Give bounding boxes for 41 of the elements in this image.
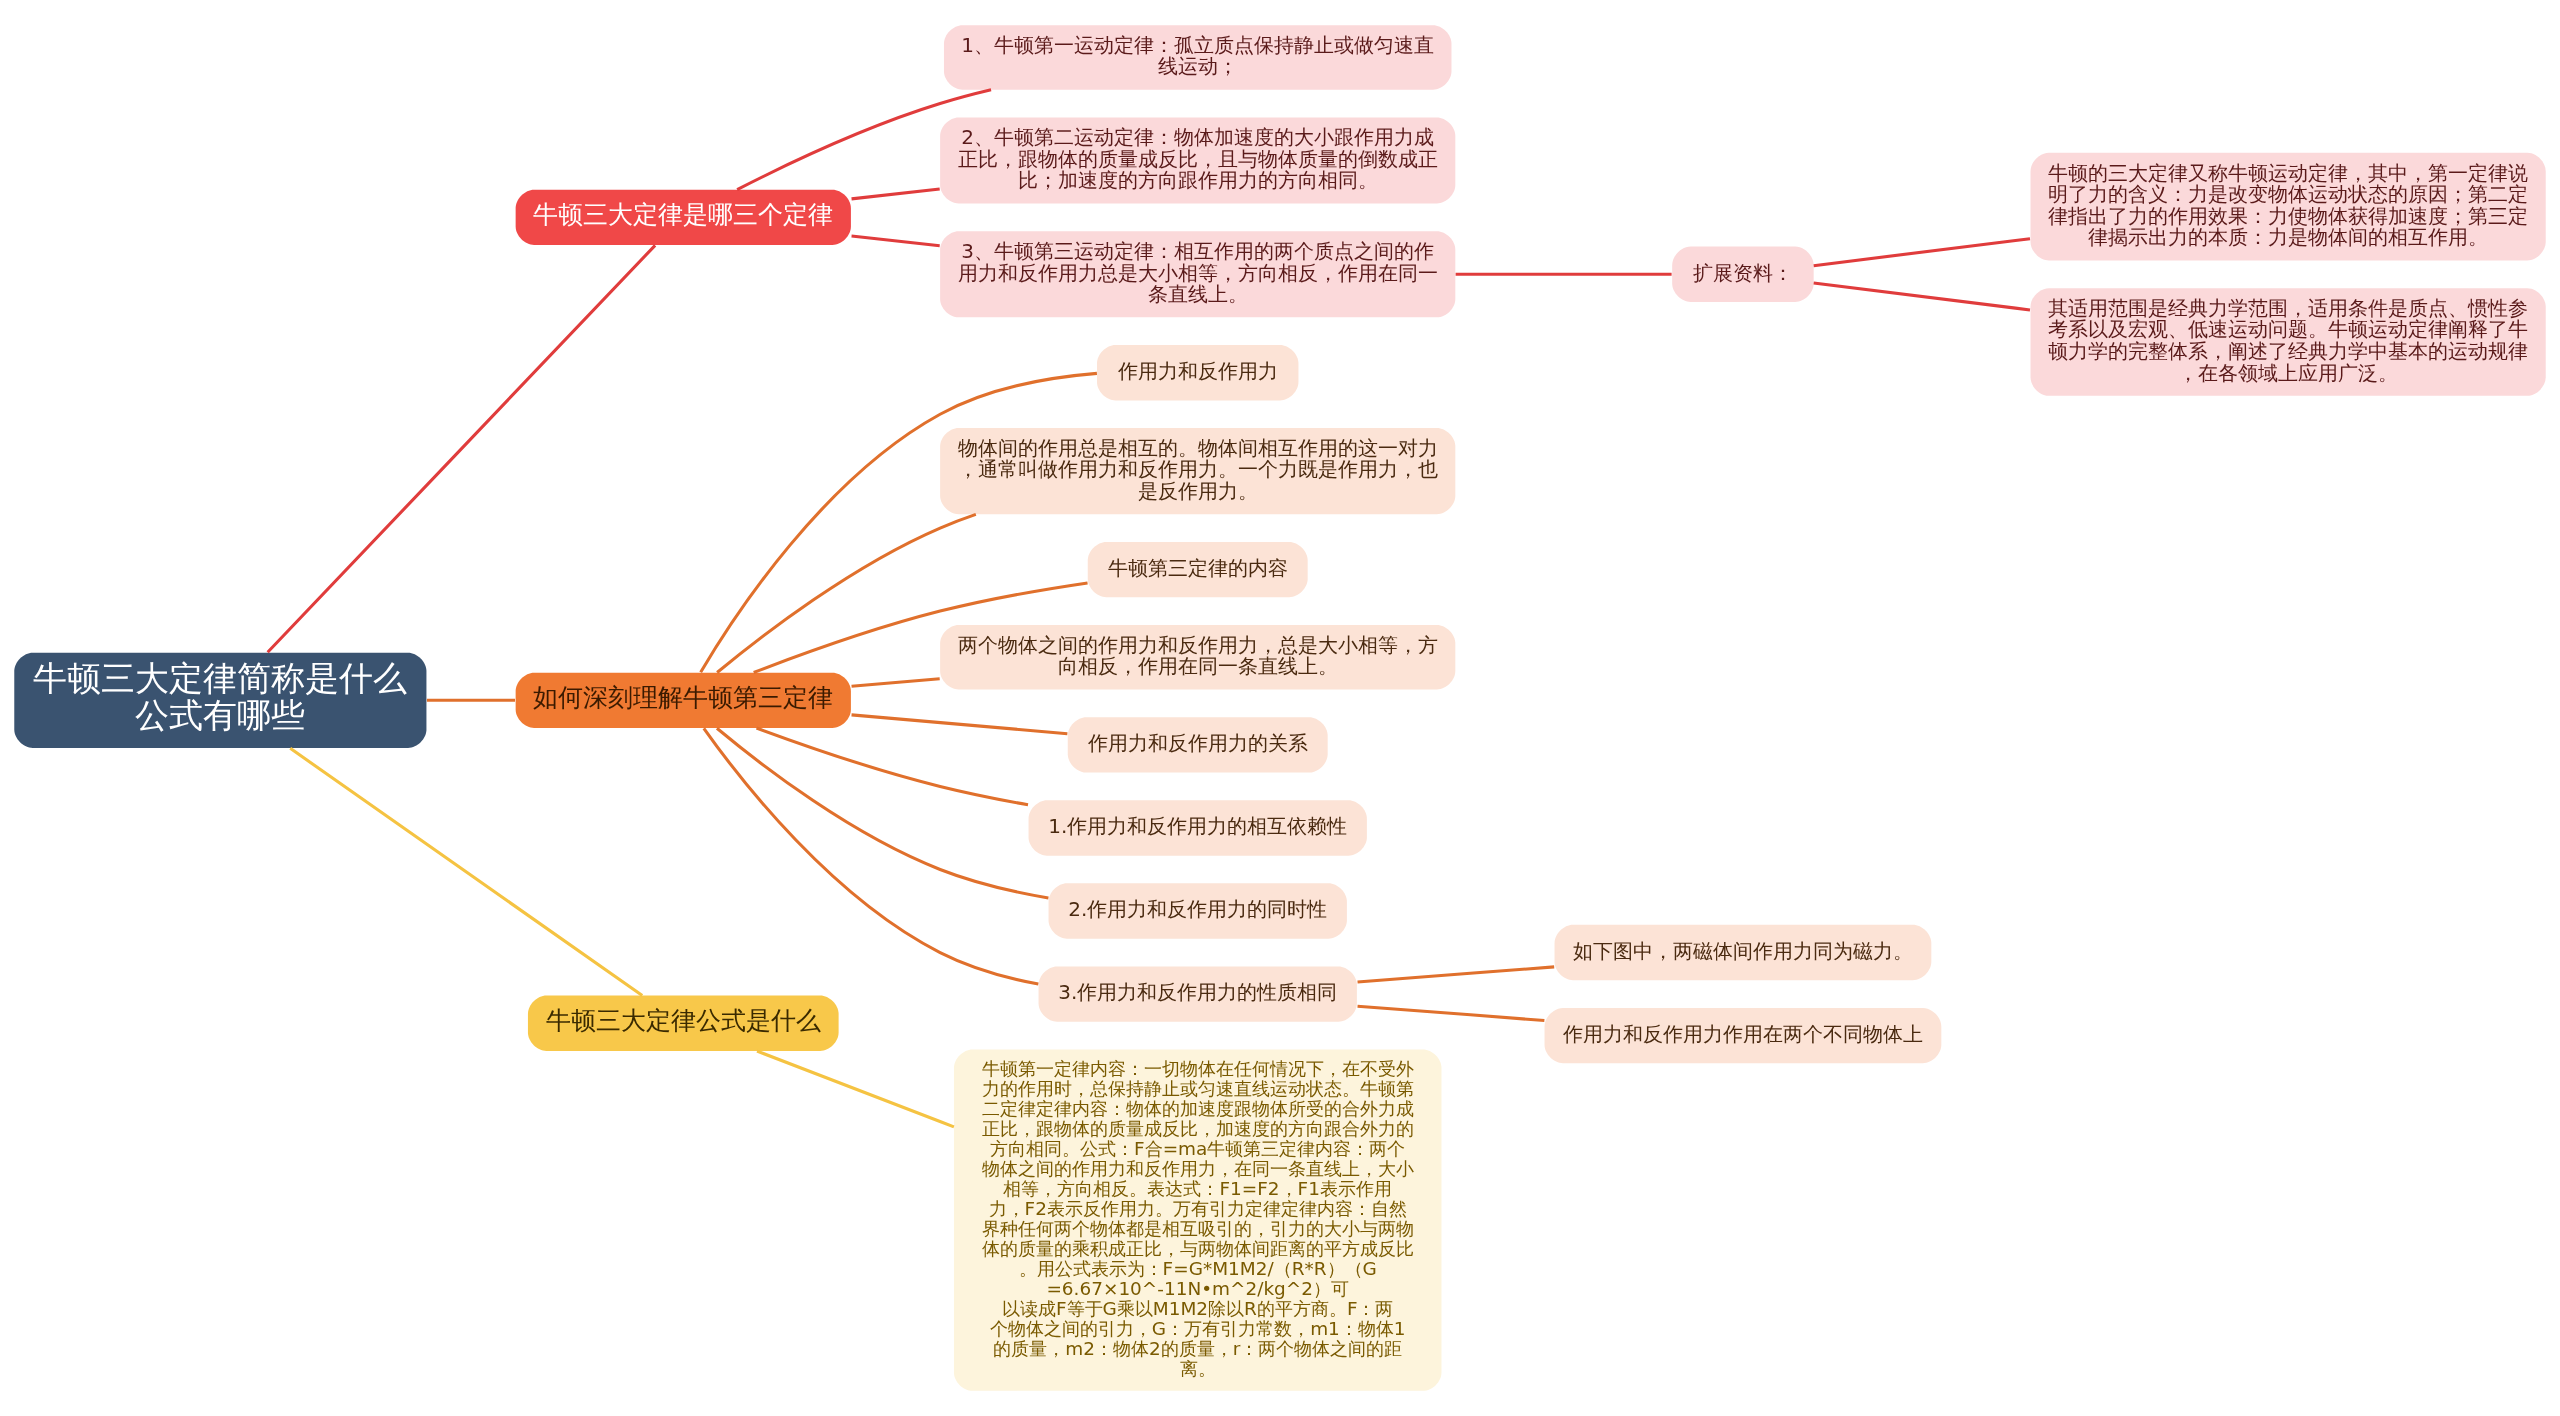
node-box: 牛顿第一定律内容：一切物体在任何情况下，在不受外力的作用时，总保持静止或匀速直线运动状态。牛顿第二定律定律内容：物体的加速度跟物体所受的合外力成正比，跟物体的质量成反比，加速度的方向跟合外力的方向相同。公式：F合=ma牛顿第三定律内容：两个物体之间的作用力和反作用力，在同一条直线上，大小相等，方向相反。表达式：F1=F2，F1表示作用力，F2表示反作用力。万有引力定律定律内容：自然界种任何两个物体都是相互吸引的，引力的大小与两物体的质量的乘积成正比，与两物体间距离的平方成反比。用公式表示为：F=G*M1M2/（R*R）（G=6.67×10^-11N•m^2/kg^2）可以读成F等于G乘以M1M2除以R的平方商。F：两个物体之间的引力，G：万有引力常数，m1：物体1的质量，m2：物体2的质量，r：两个物体之间的距离。 [953, 1049, 1442, 1391]
connector [716, 512, 977, 674]
node-box: 牛顿三大定律是哪三个定律 [515, 189, 851, 246]
node-box: 牛顿三大定律简称是什么公式有哪些 [14, 652, 427, 748]
node-box: 作用力和反作用力 [1097, 345, 1299, 401]
node-box: 1、牛顿第一运动定律：孤立质点保持静止或做匀速直线运动； [943, 25, 1452, 90]
connector [702, 727, 1039, 986]
node-box: 物体间的作用总是相互的。物体间相互作用的这一对力，通常叫做作用力和反作用力。一个力既是作用力，也是反作用力。 [940, 428, 1456, 515]
node-box: 牛顿三大定律公式是什么 [527, 995, 839, 1051]
connector [1357, 1004, 1545, 1023]
connector [755, 726, 1029, 807]
node-box: 如何深刻理解牛顿第三定律 [515, 672, 851, 728]
connector [266, 244, 657, 654]
node-box: 2、牛顿第二运动定律：物体加速度的大小跟作用力成正比，跟物体的质量成反比，且与物体质量的倒数成正比；加速度的方向跟作用力的方向相同。 [940, 117, 1456, 204]
node-box: 3.作用力和反作用力的性质相同 [1038, 966, 1357, 1022]
connector [1455, 272, 1672, 276]
connector [851, 713, 1068, 736]
node-box: 3、牛顿第三运动定律：相互作用的两个质点之间的作用力和反作用力总是大小相等，方向相反，作用在同一条直线上。 [940, 231, 1456, 318]
connector [715, 727, 1049, 900]
node-box: 牛顿的三大定律又称牛顿运动定律，其中，第一定律说明了力的含义：力是改变物体运动状态的原因；第二定律指出了力的作用效果：力使物体获得加速度；第三定律揭示出力的本质：力是物体间的相互作用。 [2030, 152, 2546, 261]
node-box: 如下图中，两磁体间作用力同为磁力。 [1554, 924, 1932, 981]
node-box: 1.作用力和反作用力的相互依赖性 [1028, 800, 1367, 856]
node-box: 两个物体之间的作用力和反作用力，总是大小相等，方向相反，作用在同一条直线上。 [940, 624, 1456, 690]
node-box: 扩展资料： [1672, 246, 1814, 302]
connector [851, 187, 940, 201]
connector [851, 677, 940, 688]
connector [1813, 237, 2031, 268]
connector [851, 234, 940, 248]
node-box: 牛顿第三定律的内容 [1087, 541, 1308, 598]
connector [289, 747, 644, 997]
connector [1357, 965, 1555, 984]
connector [426, 698, 515, 702]
connector [1813, 281, 2031, 312]
node-box: 作用力和反作用力作用在两个不同物体上 [1544, 1007, 1942, 1064]
connector [756, 1049, 955, 1129]
node-box: 作用力和反作用力的关系 [1067, 717, 1328, 773]
connector [699, 371, 1098, 674]
node-box: 其适用范围是经典力学范围，适用条件是质点、惯性参考系以及宏观、低速运动问题。牛顿运动定律阐释了牛顿力学的完整体系，阐述了经典力学中基本的运动规律，在各领域上应用广泛。 [2030, 288, 2546, 396]
node-box: 2.作用力和反作用力的同时性 [1048, 883, 1347, 939]
connector [736, 88, 992, 191]
connector [753, 581, 1088, 674]
